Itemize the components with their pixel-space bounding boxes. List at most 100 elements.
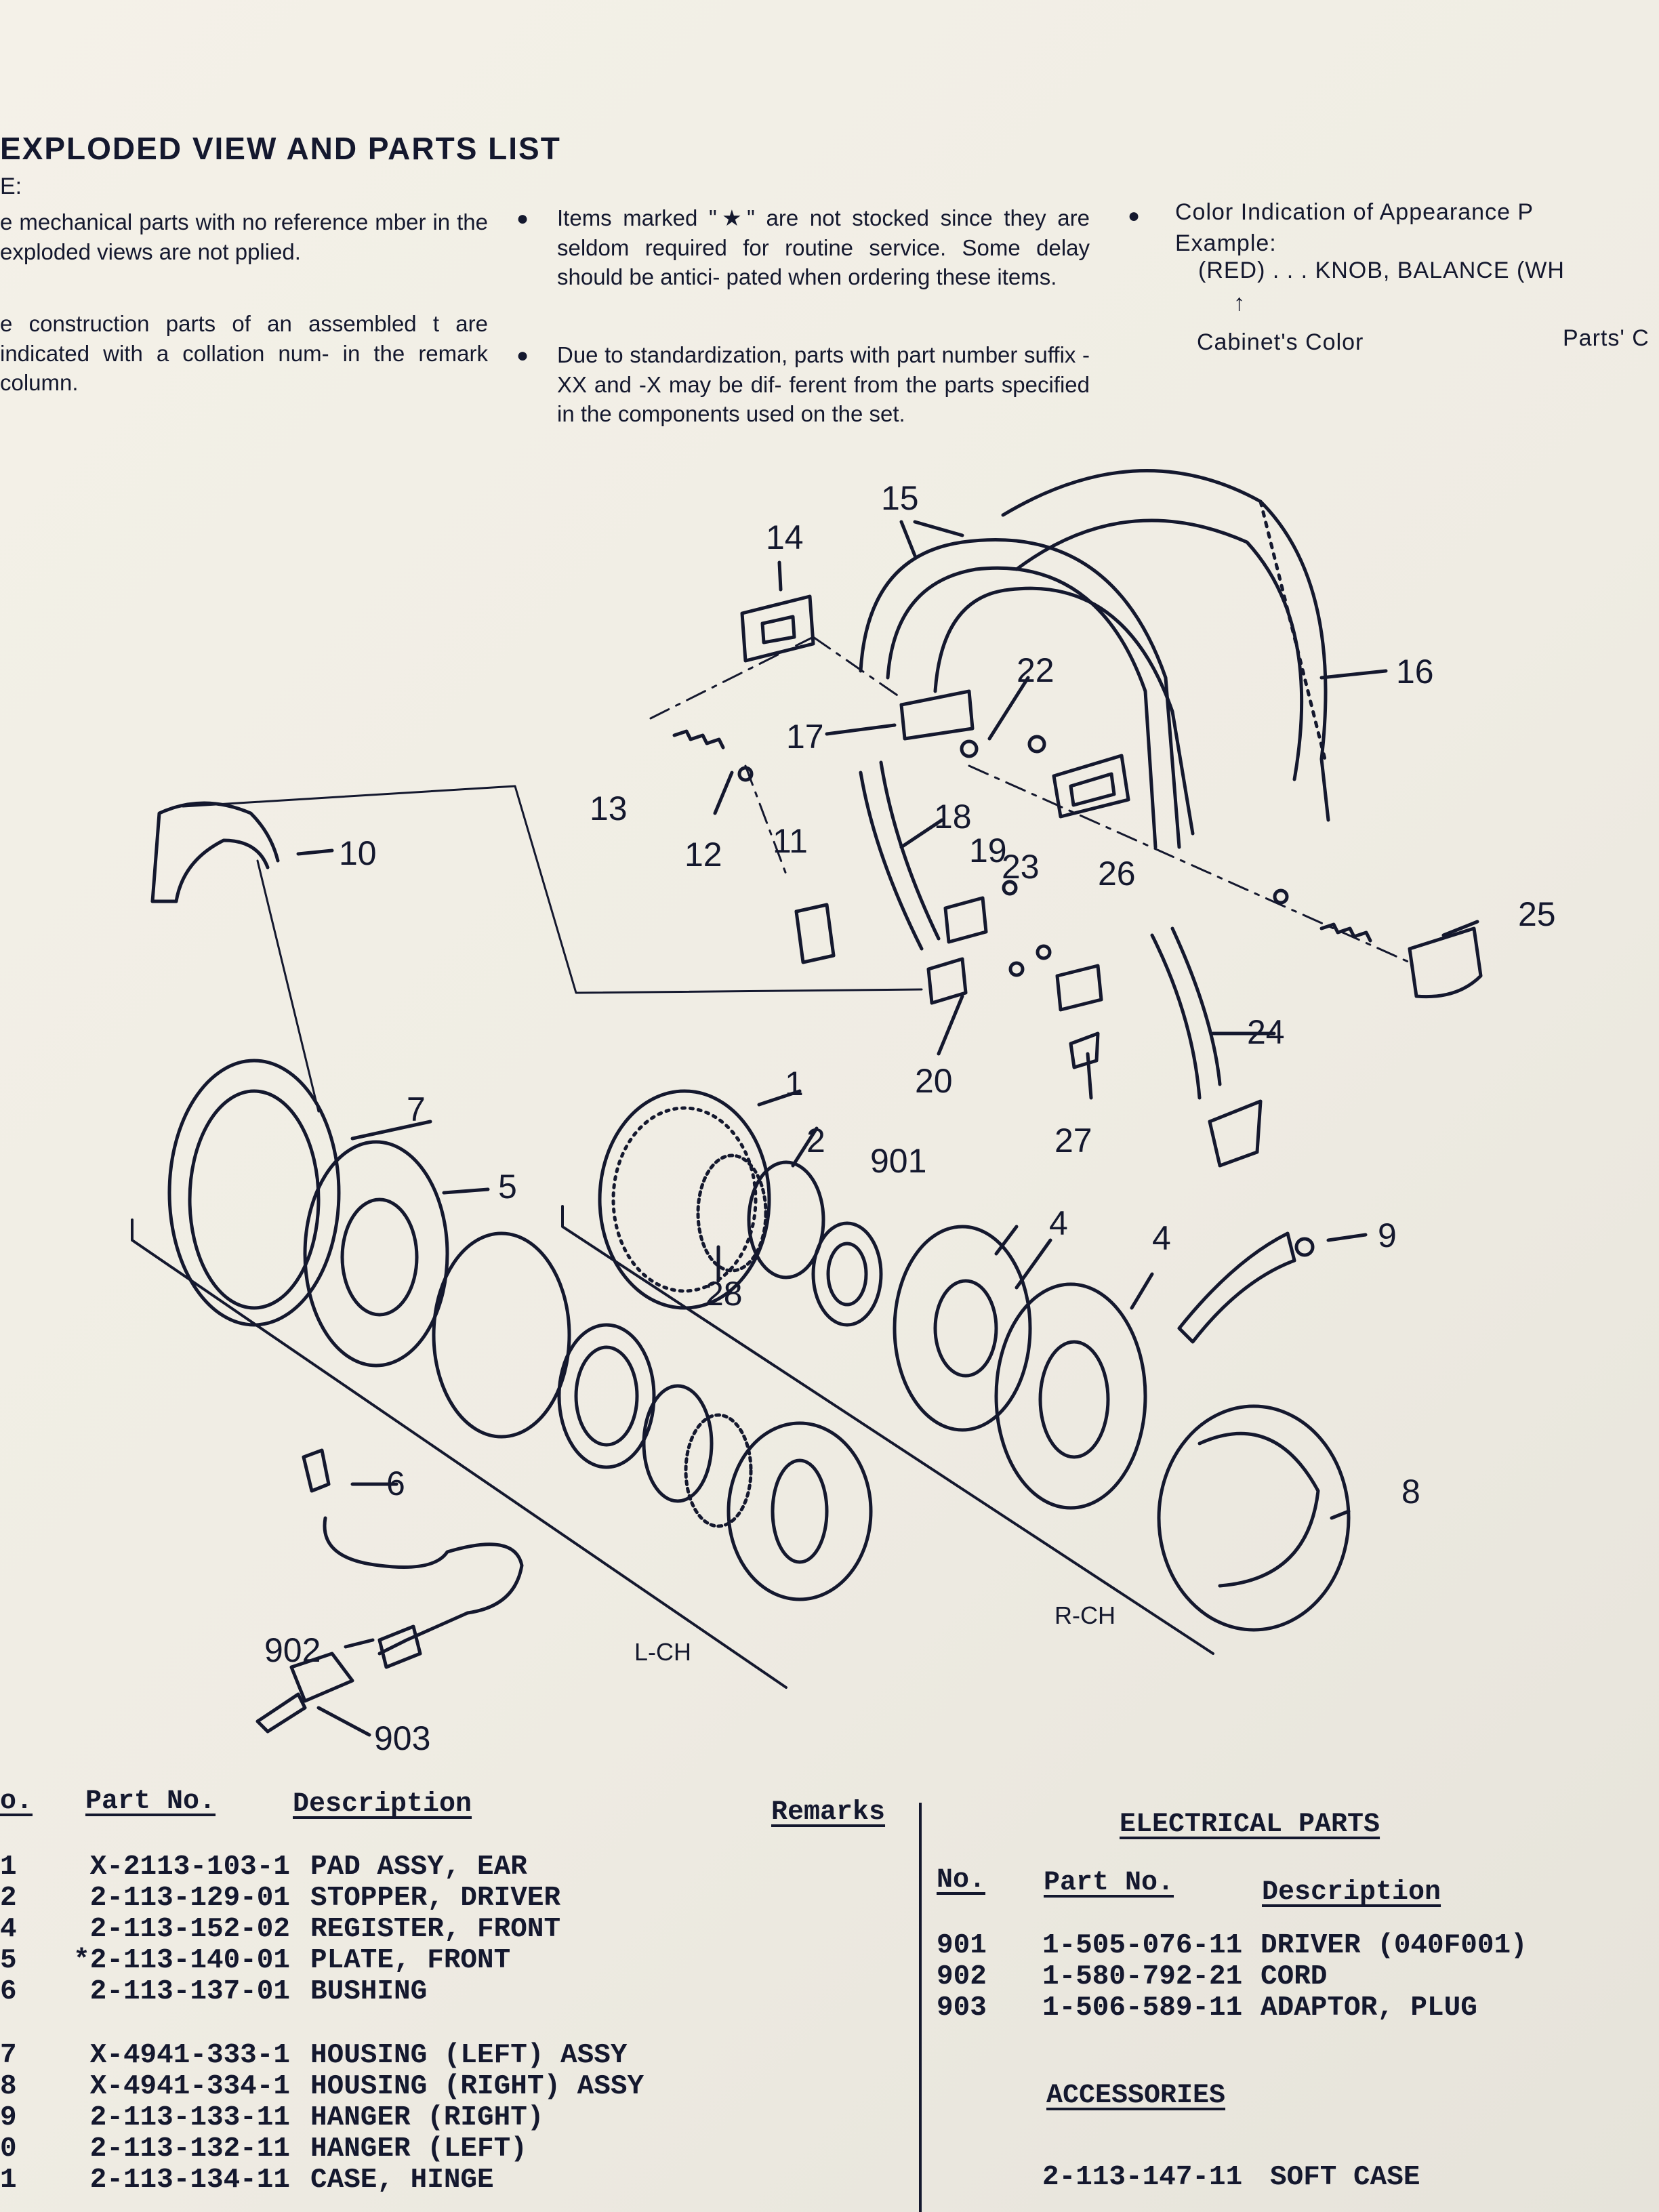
up-arrow-icon: ↑ — [1233, 290, 1246, 316]
parts-color-label: Parts' C — [1563, 325, 1650, 351]
front-plate-left — [303, 1140, 449, 1368]
col-header-no: o. — [0, 1786, 33, 1817]
callout-number: 16 — [1396, 653, 1434, 691]
electrical-parts-title: ELECTRICAL PARTS — [1120, 1809, 1380, 1840]
callout-number: 22 — [1017, 651, 1054, 689]
callout-number: 5 — [498, 1168, 517, 1206]
bullet-dot: ● — [516, 207, 529, 230]
bullet-dot: ● — [1128, 205, 1141, 227]
col-header-part-no: Part No. — [85, 1786, 216, 1817]
register-left — [432, 1231, 571, 1439]
callout-number: 24 — [1247, 1013, 1285, 1051]
callout-number: 6 — [386, 1465, 405, 1502]
channel-right-label: R-CH — [1054, 1601, 1115, 1629]
block-part — [1052, 754, 1130, 819]
ear-pad-right — [598, 1089, 771, 1310]
bushing — [302, 1448, 331, 1493]
note-left-2: e construction parts of an assembled t a… — [0, 311, 488, 395]
bullet-dot: ● — [516, 344, 529, 367]
note-middle-1: Items marked "★" are not stocked since t… — [557, 205, 1090, 289]
callout-number: 20 — [915, 1062, 953, 1100]
callout-number: 19 — [969, 832, 1007, 869]
callout-number: 902 — [264, 1631, 321, 1669]
headband-cover — [1001, 469, 1330, 822]
note-label: E: — [0, 173, 22, 199]
callout-number: 13 — [590, 790, 628, 827]
driver-right — [811, 1221, 883, 1327]
callout-number: 2 — [806, 1122, 825, 1160]
housing-right — [1157, 1404, 1351, 1632]
hinge-part — [1208, 1099, 1263, 1168]
hanger-left — [150, 801, 280, 903]
register-right — [893, 1225, 1032, 1432]
callout-number: 17 — [786, 718, 824, 756]
housing-left — [167, 1059, 341, 1327]
color-note-line2: Example: — [1175, 230, 1277, 256]
col-header-description: Description — [293, 1789, 472, 1820]
headband-frame — [859, 538, 1195, 849]
elec-header-description: Description — [1262, 1877, 1441, 1908]
callout-number: 12 — [684, 836, 722, 874]
callout-number: 4 — [1049, 1204, 1068, 1242]
front-plate-right — [994, 1282, 1147, 1510]
callout-number: 7 — [407, 1090, 426, 1128]
channel-left-label: L-CH — [634, 1638, 691, 1666]
callout-number: 4 — [1152, 1219, 1171, 1257]
callout-number: 11 — [773, 822, 808, 860]
callout-number: 8 — [1401, 1473, 1420, 1511]
callout-number: 18 — [934, 798, 972, 836]
col-header-remarks: Remarks — [771, 1797, 886, 1828]
callout-number: 23 — [1002, 848, 1040, 886]
driver-left — [557, 1323, 656, 1469]
elec-header-no: No. — [937, 1865, 986, 1896]
note-left-1: e mechanical parts with no reference mbe… — [0, 209, 488, 264]
callout-number: 28 — [705, 1275, 743, 1313]
callout-number: 10 — [339, 834, 377, 872]
callout-number: 15 — [881, 479, 919, 517]
slider-part — [740, 594, 815, 663]
hanger-arm — [859, 771, 924, 951]
callout-number: 27 — [1054, 1122, 1092, 1160]
ear-pad-left — [726, 1421, 873, 1601]
callout-number: 901 — [870, 1142, 926, 1180]
note-middle-2: Due to standardization, parts with part … — [557, 342, 1090, 426]
cord — [323, 1516, 524, 1615]
callout-number: 25 — [1518, 895, 1556, 933]
color-note-line3: (RED) . . . KNOB, BALANCE (WH — [1198, 258, 1565, 283]
cabinet-color-label: Cabinet's Color — [1197, 329, 1364, 355]
block-part — [899, 689, 975, 741]
hinge-cap — [1408, 926, 1483, 999]
accessories-title: ACCESSORIES — [1046, 2081, 1226, 2111]
callout-number: 9 — [1378, 1216, 1397, 1254]
color-note-line1: Color Indication of Appearance P — [1175, 199, 1534, 225]
callout-number: 903 — [374, 1719, 430, 1757]
hinge-part — [794, 903, 836, 964]
callout-number: 14 — [766, 518, 804, 556]
callout-number: 26 — [1098, 855, 1136, 893]
hanger-right — [1177, 1231, 1296, 1344]
adaptor-plug — [289, 1652, 354, 1703]
elec-header-part-no: Part No. — [1044, 1868, 1174, 1898]
page-title: EXPLODED VIEW AND PARTS LIST — [0, 131, 561, 166]
callout-number: 1 — [785, 1065, 804, 1103]
column-divider — [919, 1803, 922, 2212]
